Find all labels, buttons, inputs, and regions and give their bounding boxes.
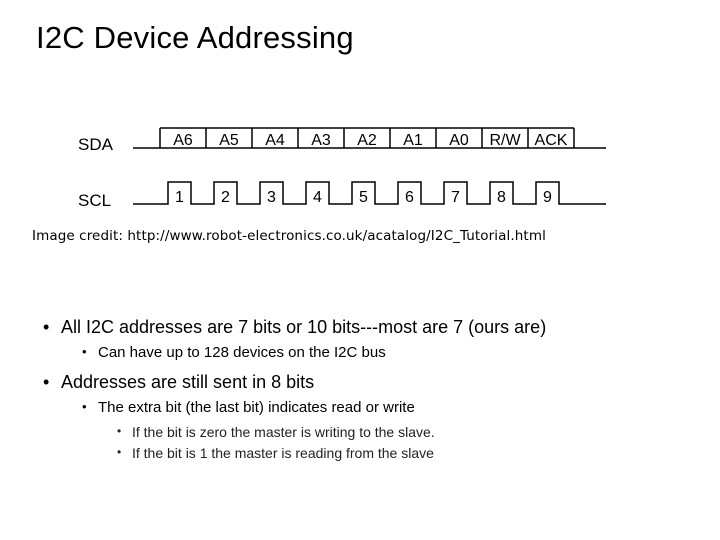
bullet-text: Addresses are still sent in 8 bits [61, 372, 315, 392]
scl-pulse-label: 2 [221, 189, 230, 206]
scl-pulse-label: 1 [175, 189, 184, 206]
bullet-item: • If the bit is zero the master is writi… [117, 424, 435, 440]
bullet-item: • Addresses are still sent in 8 bits [43, 372, 315, 393]
bullet-text: If the bit is zero the master is writing… [132, 424, 435, 440]
i2c-timing-diagram: SDA SCL A6 A5 A4 A3 A2 A1 A0 R/W ACK 1 2 3 4 5 6 7 8 9 [78, 127, 606, 210]
bullet-marker: • [43, 317, 50, 337]
bullet-text: Can have up to 128 devices on the I2C bu… [98, 344, 386, 361]
bullet-item: • The extra bit (the last bit) indicates… [82, 399, 415, 416]
bullet-item: • Can have up to 128 devices on the I2C … [82, 344, 386, 361]
scl-pulse-label: 5 [359, 189, 368, 206]
scl-pulse-label: 8 [497, 189, 506, 206]
bullet-item: • All I2C addresses are 7 bits or 10 bit… [43, 317, 547, 338]
sda-bit-label: A4 [265, 132, 285, 149]
bullet-marker: • [117, 424, 122, 438]
sda-bit-label: A1 [403, 132, 423, 149]
image-credit: Image credit: http://www.robot-electroni… [32, 228, 546, 244]
scl-pulse-label: 4 [313, 189, 322, 206]
bullet-text: All I2C addresses are 7 bits or 10 bits-… [61, 317, 547, 337]
scl-waveform: 1 2 3 4 5 6 7 8 9 [133, 181, 606, 206]
sda-bit-label: A5 [219, 132, 239, 149]
scl-pulse-label: 6 [405, 189, 414, 206]
scl-pulse-label: 3 [267, 189, 276, 206]
scl-pulse-label: 7 [451, 189, 460, 206]
scl-label: SCL [78, 191, 111, 210]
sda-bit-label: R/W [489, 132, 521, 149]
sda-label: SDA [78, 135, 114, 154]
sda-bit-label: ACK [535, 132, 568, 149]
bullet-marker: • [82, 344, 87, 359]
sda-bit-label: A3 [311, 132, 331, 149]
slide-title: I2C Device Addressing [36, 20, 354, 55]
bullet-marker: • [117, 445, 122, 459]
bullet-text: The extra bit (the last bit) indicates r… [98, 399, 415, 416]
bullet-text: If the bit is 1 the master is reading fr… [132, 445, 434, 461]
bullet-marker: • [43, 372, 50, 392]
sda-bit-label: A2 [357, 132, 377, 149]
sda-bit-label: A0 [449, 132, 469, 149]
bullet-item: • If the bit is 1 the master is reading … [117, 445, 434, 461]
scl-pulse-label: 9 [543, 189, 552, 206]
bullet-marker: • [82, 399, 87, 414]
sda-bit-label: A6 [173, 132, 193, 149]
sda-waveform: A6 A5 A4 A3 A2 A1 A0 R/W ACK [133, 127, 606, 149]
